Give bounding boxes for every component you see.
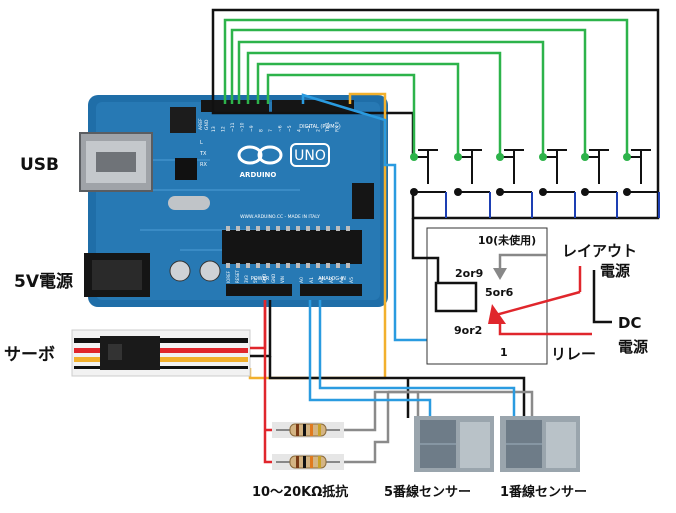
- digital-pin-label: 8: [259, 129, 265, 132]
- relay-red-arrow-icon: [488, 304, 506, 324]
- power-jack-icon: [84, 253, 150, 297]
- power-pin-label: GND: [262, 274, 267, 283]
- switch-ground-dot: [539, 188, 547, 196]
- digital-pin-label: 7: [268, 129, 274, 132]
- relay-label: リレー: [551, 345, 596, 363]
- relay-pin-5or6: 5or6: [485, 286, 514, 299]
- power-5v-label: 5V電源: [14, 271, 73, 292]
- arduino-brand-text: ARDUINO: [240, 171, 277, 179]
- power-pin-label: RESET: [235, 270, 240, 283]
- analog-label: ANALOG IN: [318, 276, 346, 282]
- analog-pin-label: A1: [309, 277, 315, 283]
- digital-pin-label: RX 0: [335, 121, 341, 132]
- tx-led-label: TX: [199, 151, 207, 157]
- capacitor-1: [169, 260, 191, 282]
- digital-pin-label: ~9: [249, 125, 255, 132]
- relay-pin-bottom: 1: [500, 346, 508, 359]
- resistor-2-icon: [272, 454, 344, 470]
- arduino-logo-icon: [237, 145, 283, 165]
- resistor-label: 10～20KΩ抵抗: [252, 484, 348, 500]
- power-pin-label: 5V: [253, 277, 258, 283]
- digital-pin-label: ~10: [240, 122, 246, 132]
- switch-terminal-dot: [410, 153, 418, 161]
- power-pin-label: IOREF: [226, 270, 231, 283]
- l-led-label: L: [200, 140, 203, 146]
- analog-pin-label: A2: [319, 277, 325, 283]
- push-switch-icon: [414, 149, 446, 193]
- power-pin-label: 3V3: [244, 275, 249, 283]
- sensor1-label: 1番線センサー: [500, 484, 587, 500]
- uno-text: UNO: [294, 148, 326, 164]
- sensor-5-icon: [414, 416, 494, 472]
- relay-pin-top: 10(未使用): [478, 233, 536, 247]
- switch-row: [211, 8, 660, 220]
- relay: 10(未使用) 2or9 5or6 9or2 1: [411, 218, 612, 365]
- digital-pin-label: ~6: [278, 125, 284, 132]
- icsp-header: [352, 183, 374, 219]
- usb-chip: [175, 158, 197, 180]
- resistor-1-icon: [272, 422, 344, 438]
- crystal: [168, 196, 210, 210]
- usb-label: USB: [20, 155, 59, 175]
- switch-terminal-dot: [496, 153, 504, 161]
- push-switch-icon: [500, 149, 532, 193]
- digital-pin-label: TX 1: [325, 122, 331, 133]
- digital-pin-label: 12: [221, 126, 227, 132]
- switch-ground-dot: [410, 188, 418, 196]
- servo-red-wire: [250, 300, 267, 350]
- analog-pin-label: A4: [339, 277, 345, 283]
- digital-pin-label: 2: [316, 129, 322, 132]
- analog-pin-label: A0: [299, 277, 305, 283]
- switch-ground-dot: [496, 188, 504, 196]
- green-wires: [223, 18, 629, 157]
- relay-coil-icon: [434, 281, 478, 313]
- switch-terminal-dot: [454, 153, 462, 161]
- switch-ground-dot: [581, 188, 589, 196]
- reset-button: [170, 107, 196, 133]
- analog-pin-label: A3: [329, 277, 335, 283]
- power-pin-label: VIN: [280, 276, 285, 283]
- arduino-board: UNO ARDUINO DIGITAL (PWM~) WWW.ARDUINO.C…: [79, 95, 388, 307]
- digital-pin-label: ~11: [230, 122, 236, 132]
- push-switch-icon: [543, 149, 575, 193]
- power-label: POWER: [251, 276, 270, 282]
- analog-pin-label: A5: [349, 277, 355, 283]
- digital-pin-label: ~5: [287, 125, 293, 132]
- relay-gray-arrow-icon: [493, 268, 507, 280]
- rx-led-label: RX: [200, 162, 207, 168]
- digital-pin-label: 4: [297, 129, 303, 132]
- layout-power-label: レイアウト電源: [562, 242, 637, 280]
- url-text: WWW.ARDUINO.CC - MADE IN ITALY: [240, 214, 320, 220]
- power-analog-header: [226, 284, 362, 296]
- switch-ground-dot: [623, 188, 631, 196]
- atmega-chip: [222, 230, 362, 264]
- servo-label: サーボ: [4, 345, 55, 365]
- switch-terminal-dot: [581, 153, 589, 161]
- digital-pin-label: ~3: [306, 125, 312, 132]
- push-switch-icon: [458, 149, 490, 193]
- switch-ground-dot: [454, 188, 462, 196]
- relay-pin-9or2: 9or2: [454, 324, 482, 337]
- relay-pin-2or9: 2or9: [455, 267, 483, 280]
- gnd-label: GND: [204, 119, 210, 130]
- digital-pin-label: 13: [211, 126, 217, 132]
- uno-badge: [290, 143, 330, 167]
- switch-terminal-dot: [539, 153, 547, 161]
- sensor-1-icon: [500, 416, 580, 472]
- usb-connector-icon: [79, 132, 153, 192]
- power-pin-labels: IOREF RESET 3V3 5V GND GND VIN A0 A1 A2 A3 A4 A5: [226, 270, 355, 283]
- power-pin-label: GND: [271, 274, 276, 283]
- switch-terminal-dot: [623, 153, 631, 161]
- sensor5-label: 5番線センサー: [384, 484, 471, 500]
- capacitor-2: [199, 260, 221, 282]
- push-switch-icon: [627, 149, 659, 193]
- aref-label: AREF: [198, 118, 204, 130]
- digital-label: DIGITAL (PWM~): [299, 124, 341, 130]
- push-switch-icon: [585, 149, 617, 193]
- servo-cable-icon: [71, 329, 251, 377]
